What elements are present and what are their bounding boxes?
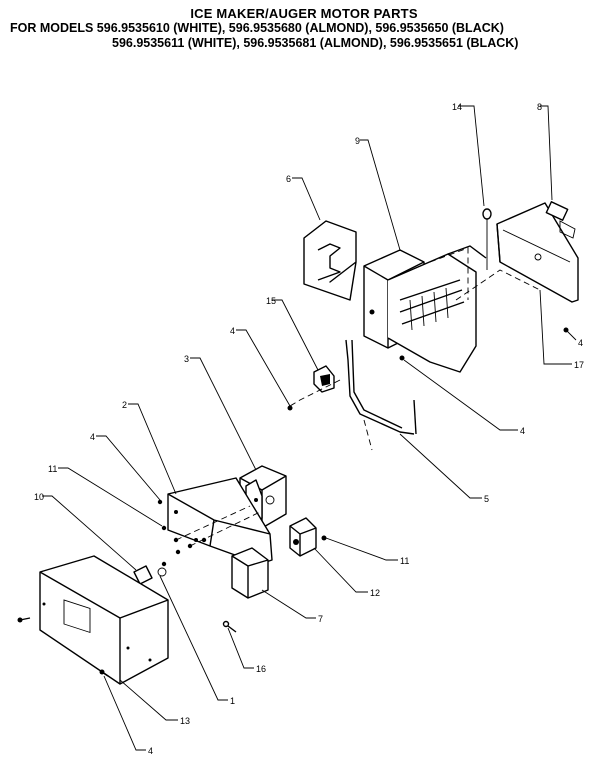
callout-labels: 14 8 9 6 15 4 4 17 4 3 2 4 11 10 5 11 12… <box>34 102 584 756</box>
part-6-cover-plate <box>303 220 357 301</box>
part-10-clip <box>133 565 167 585</box>
diagram-title: ICE MAKER/AUGER MOTOR PARTS <box>190 6 418 21</box>
callout-6: 6 <box>286 174 291 184</box>
part-13-housing <box>39 555 169 685</box>
part-14-fastener <box>482 208 492 270</box>
models-line-2: 596.9535611 (WHITE), 596.9535681 (ALMOND… <box>112 36 519 50</box>
leader-lines <box>42 105 577 751</box>
callout-12: 12 <box>370 588 380 598</box>
callout-4-d: 4 <box>90 432 95 442</box>
callout-14: 14 <box>452 102 462 112</box>
part-12-switch <box>289 517 317 557</box>
diagram-header: ICE MAKER/AUGER MOTOR PARTS <box>0 6 608 21</box>
callout-11-a: 11 <box>48 464 57 474</box>
models-line-1: FOR MODELS 596.9535610 (WHITE), 596.9535… <box>10 21 504 35</box>
part-16-screw <box>222 620 237 633</box>
callout-3: 3 <box>184 354 189 364</box>
callout-2: 2 <box>122 400 127 410</box>
callout-8: 8 <box>537 102 542 112</box>
callout-4-e: 4 <box>148 746 153 756</box>
part-9-ice-maker <box>363 245 487 373</box>
part-2-mounting-plate <box>167 477 273 565</box>
callout-4-c: 4 <box>520 426 525 436</box>
part-5-wire-harness <box>289 339 417 451</box>
callout-16: 16 <box>256 664 266 674</box>
callout-13: 13 <box>180 716 190 726</box>
part-7-bracket <box>231 547 269 599</box>
callout-15: 15 <box>266 296 276 306</box>
callout-7: 7 <box>318 614 323 624</box>
screws-cluster <box>157 499 261 567</box>
callout-9: 9 <box>355 136 360 146</box>
callout-17: 17 <box>574 360 584 370</box>
loose-screws <box>17 327 569 677</box>
callout-1: 1 <box>230 696 235 706</box>
callout-4-b: 4 <box>578 338 583 348</box>
part-8-bracket <box>496 201 579 303</box>
callout-11-b: 11 <box>400 556 409 566</box>
callout-10: 10 <box>34 492 44 502</box>
callout-4-a: 4 <box>230 326 235 336</box>
part-15-bracket <box>313 365 335 393</box>
callout-5: 5 <box>484 494 489 504</box>
